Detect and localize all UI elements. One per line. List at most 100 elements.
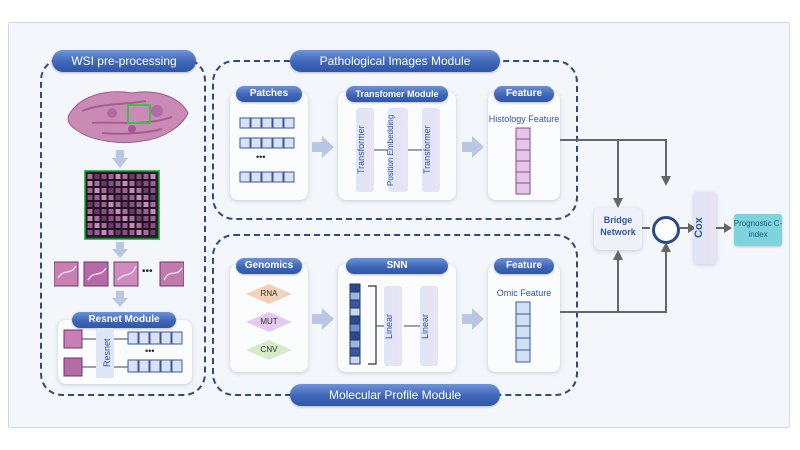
snn-input-cell xyxy=(349,307,361,317)
omic-feature-title: Feature xyxy=(494,258,554,274)
transformer-layer-3 xyxy=(422,108,440,192)
prognostic-label: Prognostic C-index xyxy=(733,219,783,239)
wsi-tile xyxy=(121,201,129,208)
wsi-tile xyxy=(86,173,94,180)
wsi-tile xyxy=(135,180,143,187)
sample-patches xyxy=(54,261,184,287)
resnet-feature-cell xyxy=(160,331,172,345)
wsi-tile xyxy=(100,208,108,215)
snn-input-cell xyxy=(349,355,361,365)
wsi-tile xyxy=(107,208,115,215)
transformer-module-title: Transfomer Module xyxy=(346,86,448,102)
wsi-tile xyxy=(128,229,136,236)
histology-feature-cell xyxy=(515,171,531,184)
wsi-tile xyxy=(128,180,136,187)
wsi-tile xyxy=(107,194,115,201)
wsi-tile xyxy=(135,215,143,222)
omic-feature-cell xyxy=(515,337,531,351)
wsi-tile xyxy=(121,180,129,187)
wsi-tile xyxy=(93,208,101,215)
wsi-tile xyxy=(142,201,150,208)
wsi-tile xyxy=(114,208,122,215)
resnet-feature-cell xyxy=(127,359,139,373)
wsi-tile xyxy=(142,208,150,215)
wsi-tile xyxy=(142,180,150,187)
wsi-tile xyxy=(114,194,122,201)
histology-feature-cell xyxy=(515,149,531,162)
wsi-tile xyxy=(142,215,150,222)
snn-input-cell xyxy=(349,331,361,341)
wsi-tile xyxy=(100,229,108,236)
patch-embeddings xyxy=(239,117,295,183)
histology-feature-title: Feature xyxy=(494,86,554,102)
wsi-tile xyxy=(135,208,143,215)
wsi-tile xyxy=(128,194,136,201)
wsi-preprocessing-title: WSI pre-processing xyxy=(52,50,196,72)
wsi-tile xyxy=(93,215,101,222)
wsi-tile xyxy=(135,173,143,180)
wsi-tile xyxy=(149,187,157,194)
patch-token xyxy=(261,171,273,183)
snn-input-cell xyxy=(349,299,361,309)
patch-token xyxy=(283,171,295,183)
wsi-tile xyxy=(149,173,157,180)
snn-connectors xyxy=(376,325,420,327)
patch-token xyxy=(261,117,273,129)
wsi-tile xyxy=(86,229,94,236)
resnet-feature-cell xyxy=(138,331,150,345)
bridge-network-label: Bridge Network xyxy=(600,215,636,237)
wsi-tile xyxy=(149,201,157,208)
snn-input-vector xyxy=(349,283,377,365)
wsi-slide-image xyxy=(67,91,189,144)
wsi-tile xyxy=(107,187,115,194)
wsi-tile xyxy=(100,187,108,194)
wsi-tile xyxy=(142,229,150,236)
patches-ellipsis: ••• xyxy=(256,152,266,162)
snn-input-cell xyxy=(349,347,361,357)
wsi-tile xyxy=(135,201,143,208)
histology-feature-cell xyxy=(515,127,531,140)
wsi-tile xyxy=(93,173,101,180)
omic-feature-cell xyxy=(515,301,531,315)
wsi-tile xyxy=(121,208,129,215)
snn-input-cell xyxy=(349,291,361,301)
resnet-module-title: Resnet Module xyxy=(72,312,176,328)
wsi-tile xyxy=(135,187,143,194)
wsi-tile xyxy=(93,229,101,236)
wsi-tile xyxy=(149,229,157,236)
wsi-tile xyxy=(128,222,136,229)
patch-token xyxy=(250,137,262,149)
wsi-tile xyxy=(149,222,157,229)
wsi-tile xyxy=(121,194,129,201)
histology-feature-vector xyxy=(515,127,531,195)
wsi-tile xyxy=(86,194,94,201)
wsi-tile xyxy=(86,222,94,229)
patch-ellipsis: ••• xyxy=(142,266,153,277)
wsi-tile xyxy=(86,201,94,208)
wsi-tile xyxy=(107,180,115,187)
wsi-tile xyxy=(93,194,101,201)
genomics-title: Genomics xyxy=(236,258,302,274)
patch-token xyxy=(272,117,284,129)
wsi-tile xyxy=(128,173,136,180)
position-embedding-layer xyxy=(388,108,408,192)
wsi-tile xyxy=(149,194,157,201)
cnv-label: CNV xyxy=(260,345,278,354)
right-arrow-icon xyxy=(312,136,334,158)
wsi-tile xyxy=(100,180,108,187)
resnet-feature-cell xyxy=(160,359,172,373)
wsi-tile xyxy=(121,222,129,229)
down-arrow-icon xyxy=(112,150,128,168)
cox-label: Cox xyxy=(693,217,705,239)
wsi-tile xyxy=(107,229,115,236)
patch-token xyxy=(261,137,273,149)
transformer-layer-3-label: Transformer xyxy=(422,125,432,175)
wsi-tile xyxy=(100,201,108,208)
wsi-tile xyxy=(114,215,122,222)
bridge-network-box xyxy=(594,208,642,250)
linear-layer-1 xyxy=(384,286,402,366)
patches-title: Patches xyxy=(236,86,302,102)
wsi-tile xyxy=(121,187,129,194)
wsi-tile xyxy=(86,180,94,187)
wsi-tile xyxy=(114,173,122,180)
